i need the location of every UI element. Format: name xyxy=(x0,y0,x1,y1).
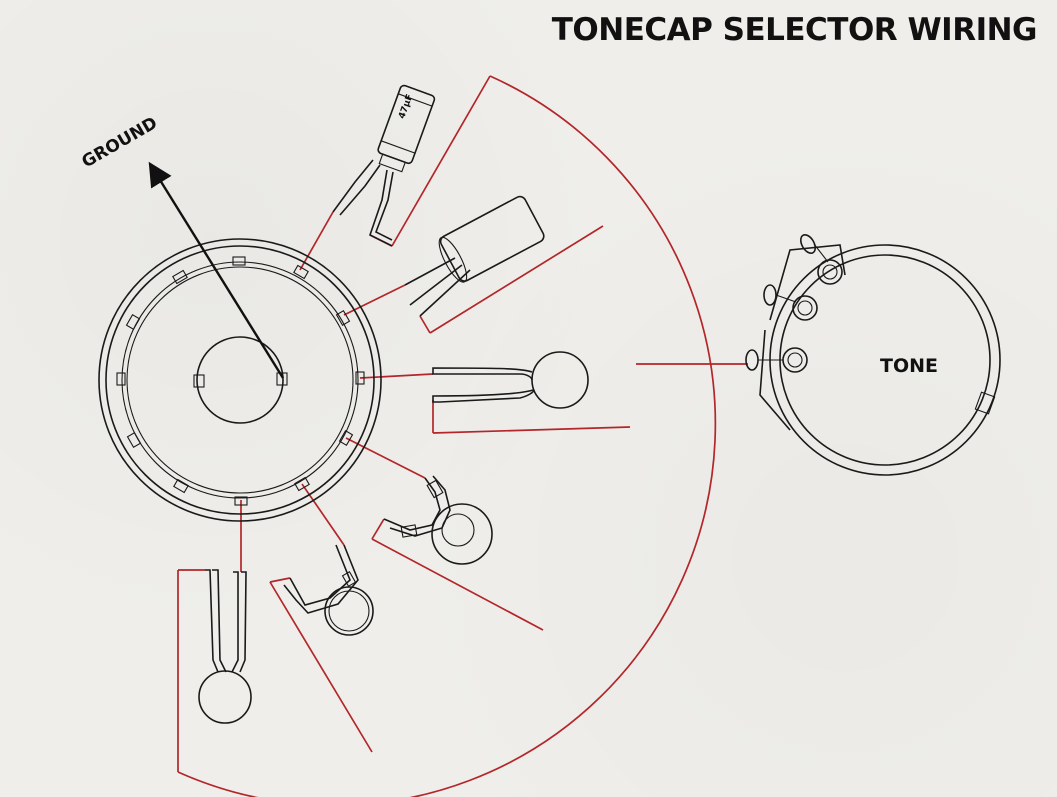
ground-label: GROUND xyxy=(79,113,161,172)
bus-spoke-1 xyxy=(391,75,491,247)
electrolytic-marking: 47μF xyxy=(397,93,415,120)
bus-spoke-3 xyxy=(432,426,631,434)
tone-lugs xyxy=(745,234,843,373)
film-box-capacitor xyxy=(404,195,545,317)
ceramic-bottom-capacitor xyxy=(198,569,252,724)
ceramic-small-capacitor xyxy=(283,544,374,636)
electrolytic-capacitor: 47μF xyxy=(332,84,436,247)
bus-spoke-4 xyxy=(371,538,544,631)
ceramic-ring-capacitor xyxy=(383,475,493,565)
tone-label: TONE xyxy=(880,355,938,377)
switch-lugs xyxy=(116,256,365,506)
outer-bus-arc xyxy=(177,75,717,797)
ceramic-disc-capacitor xyxy=(432,351,589,409)
capacitor-bus-wiring xyxy=(177,75,748,797)
diagram-title: TONECAP SELECTOR WIRING xyxy=(551,12,1038,48)
bus-spoke-5 xyxy=(269,581,373,753)
bus-spoke-2 xyxy=(429,225,604,334)
ground-arrow xyxy=(148,161,285,379)
tone-potentiometer xyxy=(745,234,1001,476)
rotary-selector-switch xyxy=(98,238,382,522)
